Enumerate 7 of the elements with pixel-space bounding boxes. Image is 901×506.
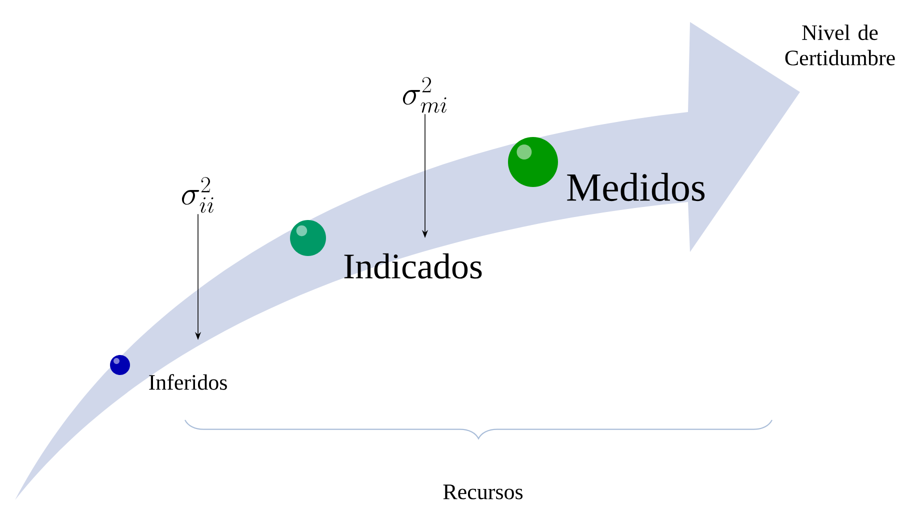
variance-label: $\sigma_{mi}^{2}$ (402, 77, 446, 113)
label-text: Indicados (344, 253, 482, 279)
label-text: Nivel de Certidumbre (785, 24, 895, 66)
label-text: Inferidos (149, 374, 227, 390)
label-text: Medidos (567, 172, 705, 202)
variance-label: $\sigma_{ii}^{2}$ (182, 177, 214, 213)
label-text: Recursos (443, 484, 523, 500)
